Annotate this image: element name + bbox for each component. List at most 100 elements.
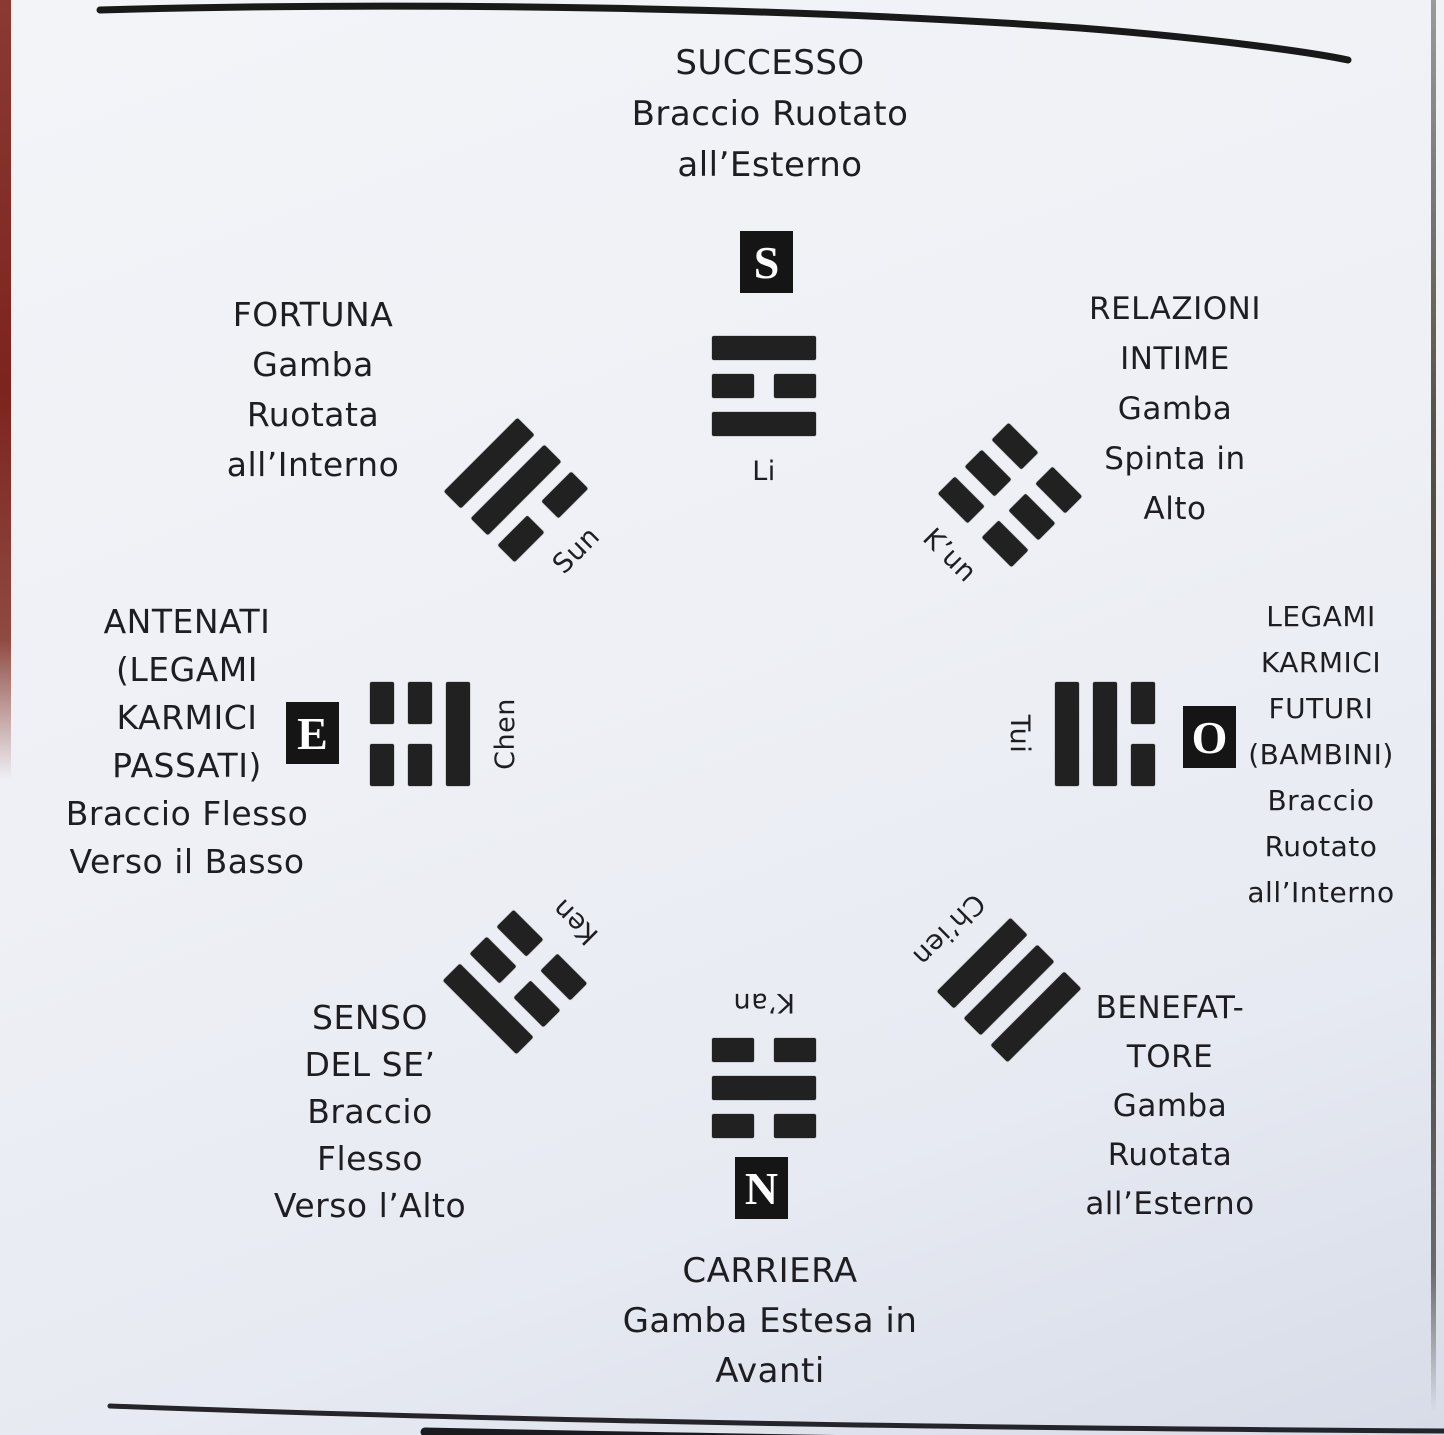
trigram-bar xyxy=(541,471,589,519)
trigram-line-solid xyxy=(712,412,816,436)
trigram-line-solid xyxy=(712,1076,816,1100)
text-line: Ruotato xyxy=(1264,830,1378,863)
text-line: Spinta in xyxy=(1104,441,1246,477)
trigram-line-solid xyxy=(1093,682,1117,786)
trigram-group-sun: Sun xyxy=(443,417,624,598)
text-line: Ruotata xyxy=(1107,1137,1233,1173)
trigram-group-tui: Tui xyxy=(1004,682,1155,786)
text-line: LEGAMI xyxy=(1266,600,1376,633)
cardinal-letter-south: S xyxy=(740,231,793,293)
text-line: SENSO xyxy=(312,998,428,1037)
trigram-group-li: Li xyxy=(712,336,816,487)
trigram-bar xyxy=(964,449,1012,497)
text-line: all’Interno xyxy=(1247,876,1395,909)
trigram-bar xyxy=(1131,682,1155,724)
text-line: DEL SE’ xyxy=(304,1045,436,1084)
text-line: RELAZIONI xyxy=(1089,291,1261,327)
sector-successo: SUCCESSO Braccio Ruotato all’Esterno xyxy=(520,38,1020,191)
trigram-bar xyxy=(1131,744,1155,786)
trigram-bar xyxy=(774,374,816,398)
text-line: Braccio Ruotato xyxy=(631,94,909,134)
text-line: BENEFAT- xyxy=(1095,990,1245,1026)
trigram-bar xyxy=(446,682,470,786)
text-line: (LEGAMI xyxy=(116,650,258,689)
trigram-name-label: K’an xyxy=(733,987,795,1018)
text-line: FUTURI xyxy=(1268,692,1374,725)
text-line: CARRIERA xyxy=(682,1251,858,1291)
bottom-rule-line xyxy=(107,1403,1444,1434)
text-line: SUCCESSO xyxy=(675,43,865,83)
trigram-name-label: Tui xyxy=(1004,714,1035,754)
text-line: Braccio xyxy=(307,1092,433,1131)
trigram-bar xyxy=(497,515,545,563)
trigram-name-label: Ken xyxy=(546,892,605,951)
text-line: Verso l’Alto xyxy=(273,1186,467,1225)
trigram-bar xyxy=(712,1114,754,1138)
sector-carriera: CARRIERA Gamba Estesa in Avanti xyxy=(545,1246,995,1396)
trigram-group-chen: Chen xyxy=(370,682,521,786)
trigram-bar xyxy=(1055,682,1079,786)
trigram-bar xyxy=(712,412,816,436)
trigram-bar xyxy=(774,1038,816,1062)
trigram-name-label: Sun xyxy=(546,520,607,581)
trigram-line-solid xyxy=(1055,682,1079,786)
trigram-bar xyxy=(513,980,561,1028)
text-line: FORTUNA xyxy=(232,295,394,334)
trigram-bar xyxy=(370,744,394,786)
text-line: Verso il Basso xyxy=(69,842,305,881)
trigram-line-solid xyxy=(712,336,816,360)
trigram-name-label: Li xyxy=(752,456,776,487)
text-line: KARMICI xyxy=(116,698,258,737)
text-line: ANTENATI xyxy=(103,602,271,641)
trigram-bar xyxy=(712,1076,816,1100)
trigram-glyph-tui xyxy=(1055,682,1155,786)
trigram-glyph-li xyxy=(712,336,816,436)
text-line: Flesso xyxy=(316,1139,424,1178)
text-line: PASSATI) xyxy=(112,746,262,785)
trigram-glyph-chen xyxy=(370,682,470,786)
trigram-bar xyxy=(712,1038,754,1062)
trigram-group-kan: K’an xyxy=(712,987,816,1138)
page-edge-red-strip xyxy=(0,0,11,780)
trigram-bar xyxy=(937,476,985,524)
text-line: Braccio xyxy=(1267,784,1375,817)
cardinal-letter-west: O xyxy=(1183,706,1236,768)
trigram-name-label: Chen xyxy=(490,698,521,770)
text-line: all’Esterno xyxy=(677,145,863,185)
text-line: Gamba xyxy=(1117,391,1233,427)
text-line: INTIME xyxy=(1120,341,1230,377)
text-line: Gamba Estesa in xyxy=(622,1301,918,1341)
sector-antenati: ANTENATI (LEGAMI KARMICI PASSATI) Braccio Fl… xyxy=(37,598,337,886)
trigram-bar xyxy=(540,953,588,1001)
text-line: all’Esterno xyxy=(1085,1186,1255,1222)
trigram-bar xyxy=(712,336,816,360)
text-line: (BAMBINI) xyxy=(1248,738,1394,771)
trigram-name-label: K’un xyxy=(916,522,983,589)
trigram-glyph-kan xyxy=(712,1038,816,1138)
trigram-line-broken xyxy=(408,682,432,786)
text-line: Avanti xyxy=(715,1351,825,1391)
text-line: TORE xyxy=(1126,1039,1214,1075)
text-line: all’Interno xyxy=(226,445,400,484)
trigram-bar xyxy=(981,520,1029,568)
cardinal-letter-east: E xyxy=(286,702,339,764)
trigram-bar xyxy=(469,936,517,984)
page-edge-shadow-line xyxy=(1431,0,1436,1412)
trigram-bar xyxy=(1093,682,1117,786)
text-line: KARMICI xyxy=(1260,646,1382,679)
text-line: Braccio Flesso xyxy=(65,794,309,833)
trigram-line-broken xyxy=(1131,682,1155,786)
trigram-bar xyxy=(370,682,394,724)
trigram-bar xyxy=(774,1114,816,1138)
text-line: Ruotata xyxy=(246,395,380,434)
text-line: Gamba xyxy=(252,345,374,384)
trigram-line-broken xyxy=(712,374,816,398)
cardinal-letter-north: N xyxy=(735,1157,788,1219)
trigram-bar xyxy=(712,374,754,398)
